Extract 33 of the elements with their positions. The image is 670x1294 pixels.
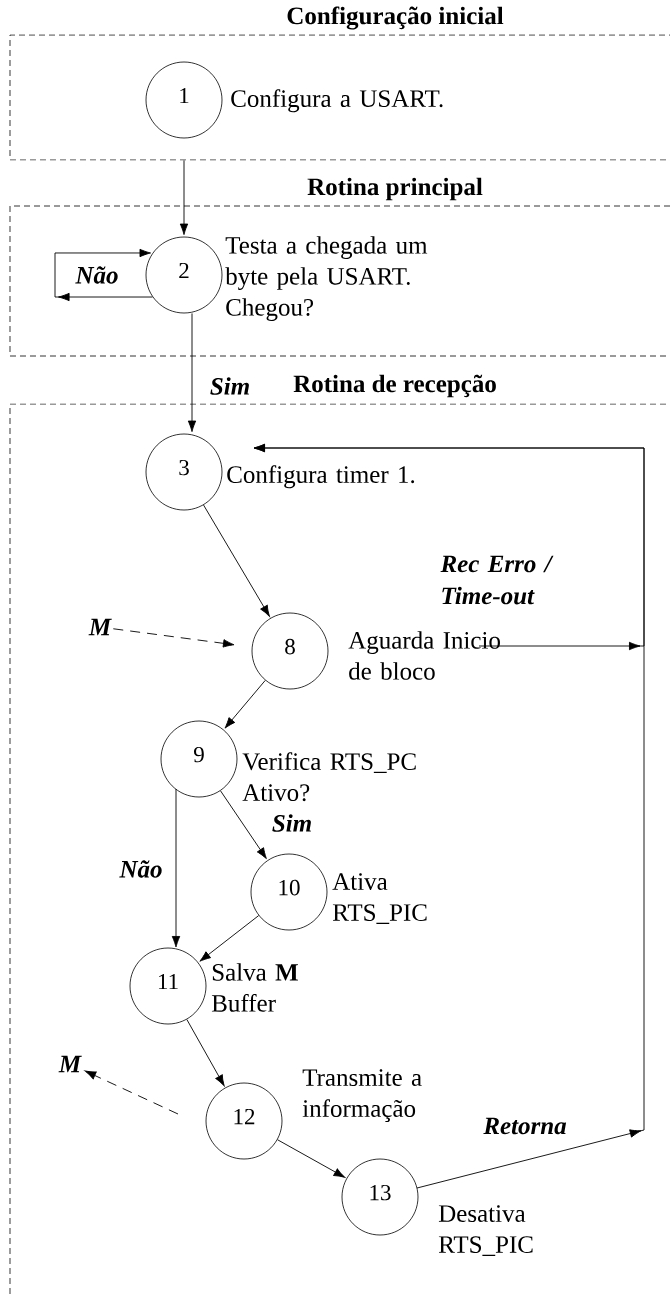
edge-label: Sim: [208, 376, 252, 396]
arrow: [112, 628, 235, 648]
arrow: [203, 504, 270, 617]
arrow: [179, 159, 189, 236]
step-description: Ativa RTS_PIC: [332, 873, 427, 924]
node-label: Configuração inicial: [287, 6, 504, 30]
node-label: Rotina de recepção: [293, 374, 496, 398]
step-description: Transmite a informação: [302, 1069, 422, 1123]
step-description: Salva M Buffer: [211, 963, 298, 1012]
edge-label: Não: [118, 859, 164, 879]
arrow: [186, 1019, 225, 1087]
arrow: [54, 248, 153, 302]
step-description: Configura a USART.: [231, 89, 443, 113]
arrow: [253, 443, 645, 1189]
edge-label: Sim: [270, 813, 314, 833]
arrow: [171, 788, 181, 948]
signal-label: M: [88, 618, 112, 636]
step-description: Aguarda Inicio de bloco: [348, 631, 500, 680]
edge-label: Retorna: [482, 1116, 568, 1136]
arrow: [84, 1070, 179, 1115]
arrow: [277, 1139, 346, 1178]
arrow: [199, 915, 260, 962]
step-description: Testa a chegada um byte pela USART. Chegou?: [225, 236, 428, 321]
edge-label: Não: [74, 265, 120, 285]
step-description: Configura timer 1.: [227, 465, 415, 489]
arrow: [224, 679, 266, 729]
signal-label: M: [58, 1055, 82, 1073]
step-description: Verifica RTS_PC Ativo?: [242, 752, 416, 802]
step-description: Desativa RTS_PIC: [438, 1205, 533, 1256]
edge-label: Rec Erro / Time-out: [439, 554, 567, 606]
arrow: [220, 790, 267, 859]
arrow: [187, 312, 197, 433]
node-label: Rotina principal: [307, 177, 483, 201]
